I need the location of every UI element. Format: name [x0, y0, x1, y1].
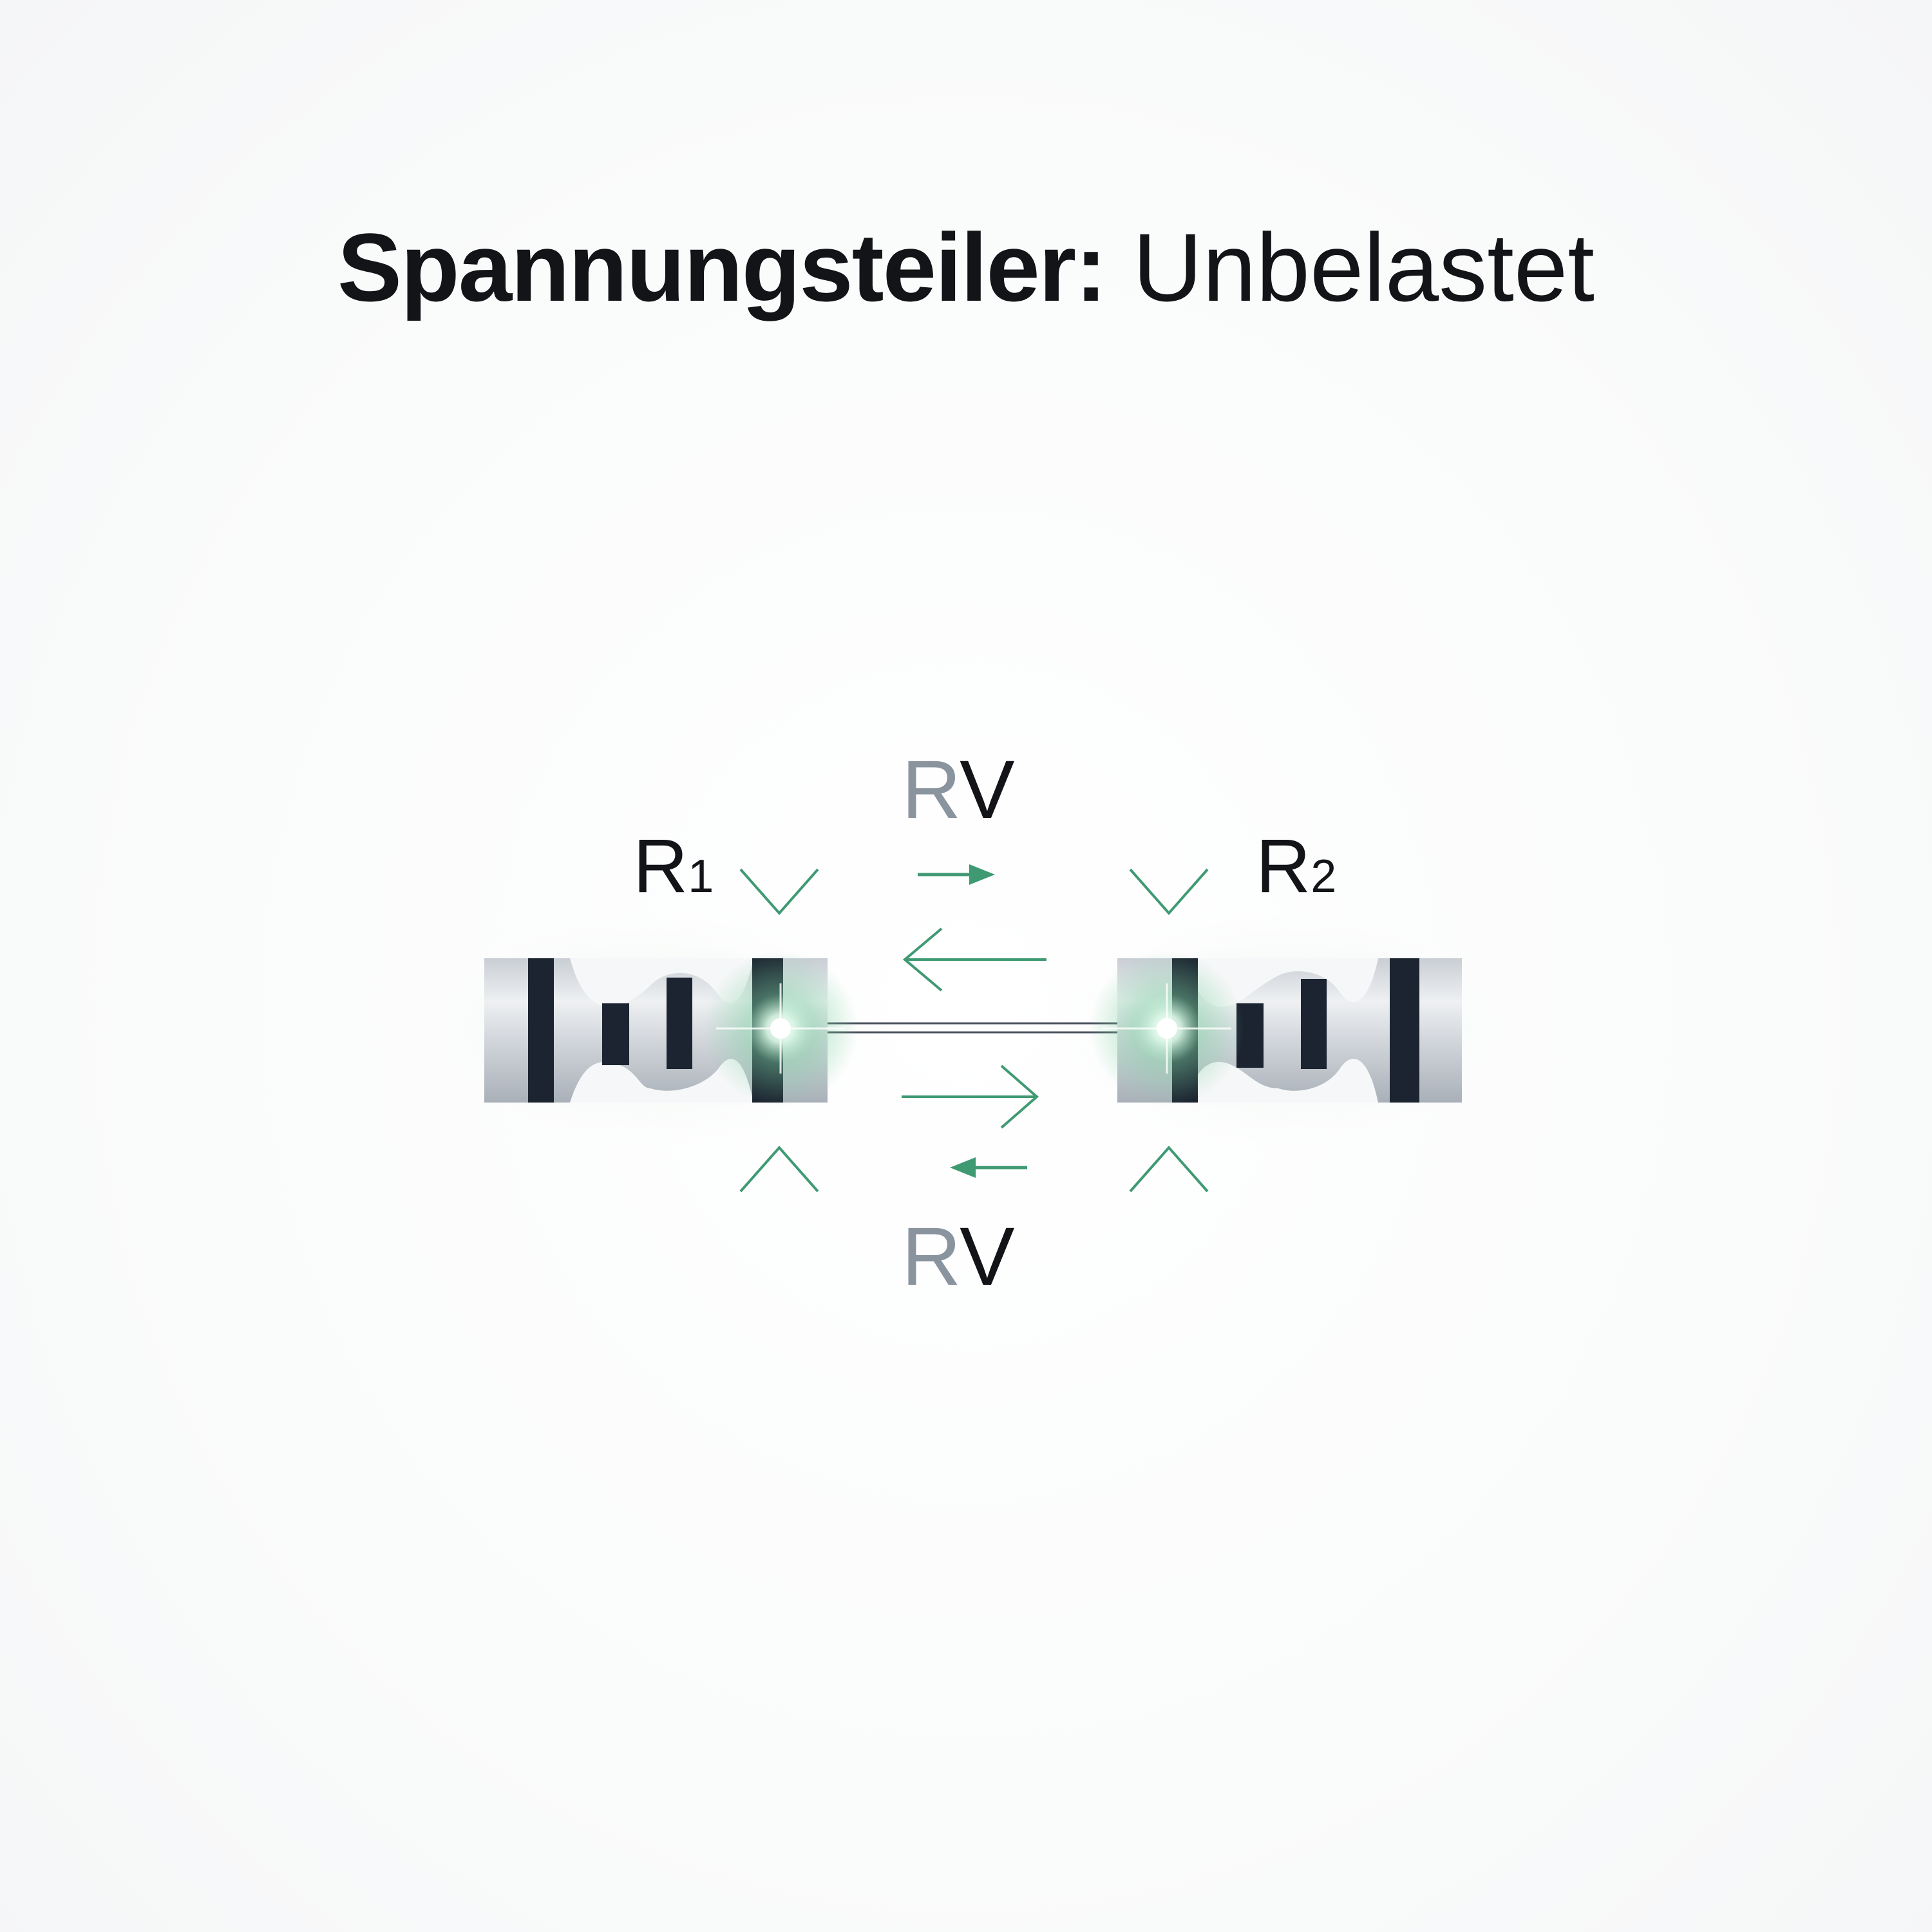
label-r1: R1: [633, 824, 714, 909]
r1-band-2: [602, 1003, 629, 1065]
r2-band-3: [1301, 979, 1327, 1069]
arrowhead-up-r2: [1129, 1145, 1209, 1193]
title-bold-part: Spannungsteiler:: [337, 213, 1107, 321]
label-r2: R2: [1256, 824, 1336, 909]
r1-band-3: [667, 978, 692, 1069]
arrow-open-left: [902, 927, 1046, 992]
label-rv-bottom: RV: [902, 1211, 1015, 1303]
arrowhead-down-r1: [739, 868, 819, 916]
title-light-part: Unbelastet: [1106, 213, 1595, 321]
node-core-right: [1157, 1018, 1177, 1039]
r2-band-4: [1390, 958, 1419, 1103]
page-title: Spannungsteiler: Unbelastet: [0, 213, 1932, 322]
label-r2-letter: R: [1256, 824, 1311, 909]
arrow-open-right: [902, 1065, 1039, 1129]
label-rv-top: RV: [902, 744, 1015, 836]
label-rv-top-r: R: [902, 744, 960, 836]
arrow-small-left: [950, 1157, 1027, 1178]
label-r2-index: 2: [1311, 851, 1336, 902]
label-rv-top-v: V: [960, 744, 1014, 836]
node-core-left: [770, 1018, 791, 1039]
r1-band-1: [528, 958, 554, 1103]
wire-right: [1462, 1022, 1932, 1034]
label-rv-bottom-r: R: [902, 1211, 960, 1303]
wire-left: [0, 1022, 486, 1034]
label-r1-index: 1: [688, 851, 714, 902]
arrowhead-up-r1: [739, 1145, 819, 1193]
arrow-small-right: [918, 864, 995, 885]
arrowhead-down-r2: [1129, 868, 1209, 916]
label-r1-letter: R: [633, 824, 688, 909]
wire-middle: [828, 1022, 1117, 1034]
label-rv-bottom-v: V: [960, 1211, 1014, 1303]
